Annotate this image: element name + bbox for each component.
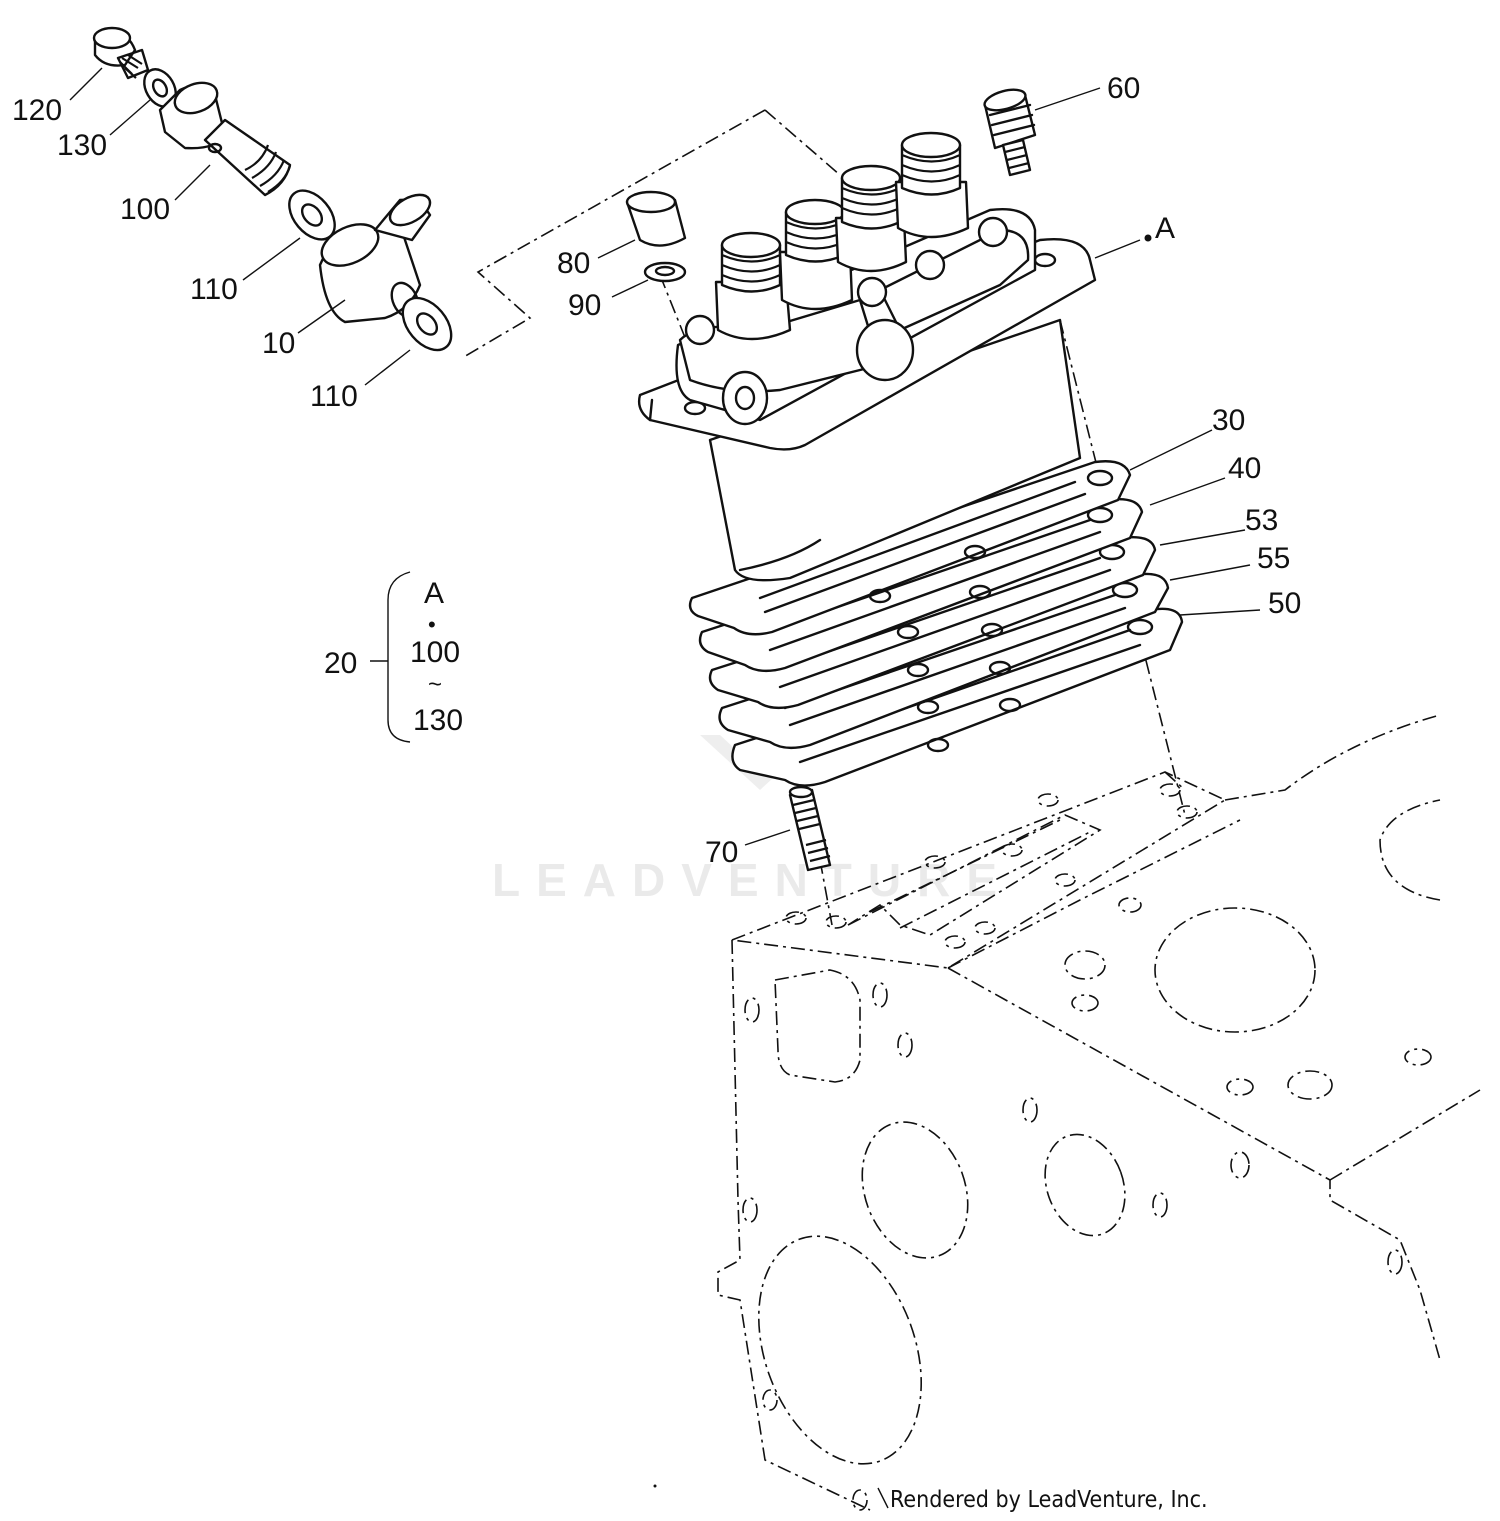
bolt-120 <box>92 26 150 80</box>
kit-range-from: 100 <box>410 636 460 669</box>
stud-70 <box>788 785 832 872</box>
watermark-text: LEADVENTURE <box>492 854 1013 906</box>
kit-dot: • <box>428 612 436 637</box>
callout-70: 70 <box>705 836 738 869</box>
callout-55: 55 <box>1257 542 1290 575</box>
kit-range-to: 130 <box>413 704 463 737</box>
callout-60: 60 <box>1107 72 1140 105</box>
leader-lines <box>69 67 1261 846</box>
bolt-100 <box>158 81 292 197</box>
callout-130: 130 <box>57 129 107 162</box>
callout-80: 80 <box>557 247 590 280</box>
kit-20-contents: A • 100 ~ 130 <box>410 577 463 737</box>
kit-range-tilde: ~ <box>428 671 442 698</box>
bolt-60 <box>983 88 1037 177</box>
callout-50: 50 <box>1268 587 1301 620</box>
callout-labels: 120 130 100 110 10 110 80 90 60 A 30 40 … <box>12 72 1301 869</box>
callout-20: 20 <box>324 647 357 680</box>
washer-110-lower <box>401 296 453 352</box>
render-credit: Rendered by LeadVenture, Inc. <box>890 1487 1208 1513</box>
callout-30: 30 <box>1212 404 1245 437</box>
cap-80 <box>625 190 687 247</box>
callout-90: 90 <box>568 289 601 322</box>
callout-110-upper: 110 <box>190 273 238 306</box>
engine-block <box>717 714 1481 1511</box>
callout-40: 40 <box>1228 452 1261 485</box>
callout-53: 53 <box>1245 504 1278 537</box>
callout-120: 120 <box>12 94 62 127</box>
gasket-30 <box>688 460 1132 636</box>
callout-10: 10 <box>262 327 295 360</box>
washer-130 <box>143 68 177 108</box>
gasket-stack <box>688 460 1184 787</box>
kit-ref-A: A <box>424 577 444 610</box>
delivery-valve-holders <box>714 131 970 341</box>
callout-110-lower: 110 <box>310 380 358 413</box>
banjo-10 <box>318 193 432 324</box>
injection-pump <box>637 131 1097 582</box>
callout-A: A <box>1155 212 1175 245</box>
washer-90 <box>643 261 687 283</box>
reference-dot-A <box>1144 234 1152 242</box>
washer-110-upper <box>288 189 336 241</box>
callout-100: 100 <box>120 193 170 226</box>
